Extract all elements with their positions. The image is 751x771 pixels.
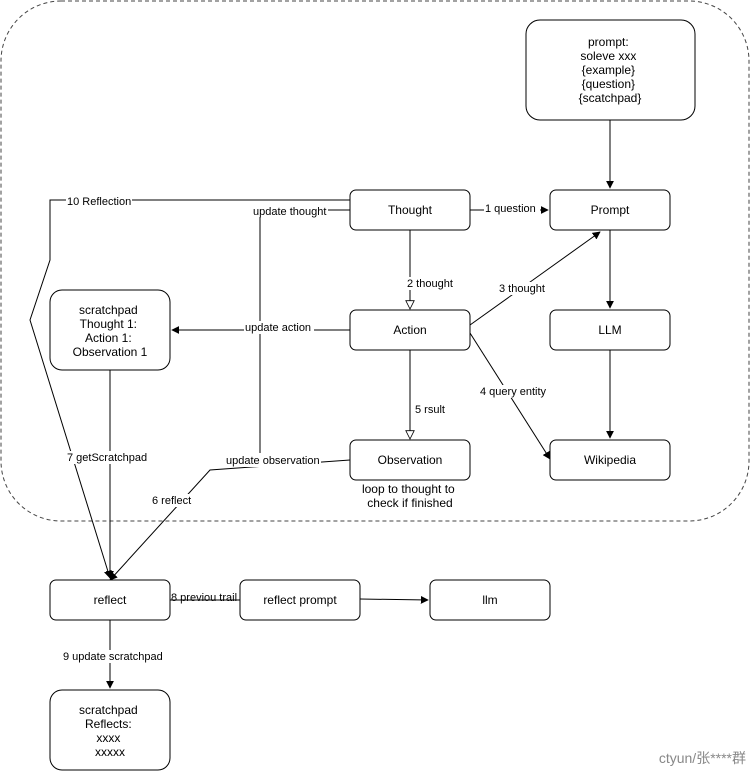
scratchpad-reflects-line: scratchpad [79,703,138,717]
thought-label: Thought [388,203,433,217]
node-llm: LLM [549,309,671,351]
scratchpad-line: Thought 1: [80,317,137,331]
node-reflect-prompt: reflect prompt [239,579,361,621]
prompt-template-line: {scatchpad} [579,91,642,105]
node-wikipedia: Wikipedia [549,439,671,481]
edge-reflection [29,199,350,579]
edge-label-result-5: 5 rsult [415,404,445,416]
edge-label-reflection: 10 Reflection [67,196,131,208]
node-observation: Observation [349,439,471,481]
prompt-label: Prompt [591,203,630,217]
edge-action-to-prompt [469,231,601,326]
edge-label-update-scratchpad: 9 update scratchpad [63,651,163,663]
agent-loop-container [0,0,750,522]
node-llm2: llm [429,579,551,621]
node-scratchpad-reflects: scratchpad Reflects: xxxx xxxxx [49,689,171,771]
wikipedia-label: Wikipedia [584,453,636,467]
edge-label-previous-trail: 8 previou trail [171,592,237,604]
node-scratchpad: scratchpad Thought 1: Action 1: Observat… [49,289,171,371]
svg-text:scratchpad Reflects:: scratchpad Reflects: xxxx xxxxx [79,703,141,759]
edge-reflect-prompt-to-llm2 [359,595,429,604]
node-thought: Thought [349,189,471,231]
edge-label-update-action: update action [245,322,311,334]
edge-label-thought-3: 3 thought [499,283,545,295]
edge-label-reflect-6: 6 reflect [152,495,191,507]
scratchpad-line: Action 1: [85,331,132,345]
edge-update-observation [109,459,351,581]
node-action: Action [349,309,471,351]
scratchpad-reflects-line: Reflects: [85,717,132,731]
scratchpad-line: Observation 1 [73,345,148,359]
node-reflect: reflect [49,579,171,621]
loop-note-line: check if finished [367,496,452,510]
llm2-label: llm [482,593,497,607]
edge-label-update-observation: update observation [226,455,320,467]
loop-note-line: loop to thought to [362,482,455,496]
prompt-template-line: {example} [582,63,635,77]
scratchpad-line: scratchpad [79,303,138,317]
prompt-template-line: soleve xxx [580,49,636,63]
svg-text:scratchpad Thought 1:: scratchpad Thought 1: Action 1: Observat… [73,303,148,359]
reflect-label: reflect [94,593,127,607]
loop-note: loop to thought to check if finished [362,482,458,510]
node-prompt: Prompt [549,189,671,231]
llm-label: LLM [598,323,621,337]
reflect-prompt-label: reflect prompt [263,593,337,607]
edge-label-update-thought: update thought [253,206,326,218]
watermark: ctyun/张****群 [659,750,746,766]
edge-label-thought-2: 2 thought [407,278,453,290]
scratchpad-reflects-line: xxxx [96,731,120,745]
edge-label-query-entity: 4 query entity [480,386,547,398]
action-label: Action [393,323,426,337]
edge-label-get-scratchpad: 7 getScratchpad [67,452,147,464]
edge-labels: 10 Reflection 1 question update thought … [62,194,549,663]
node-prompt-template: prompt: soleve xxx {example} {question} … [525,19,696,121]
edge-label-question: 1 question [485,203,536,215]
observation-label: Observation [378,453,443,467]
prompt-template-line: prompt: [588,35,629,49]
prompt-template-line: {question} [582,77,635,91]
scratchpad-reflects-line: xxxxx [95,745,125,759]
svg-text:prompt: soleve xxx: prompt: soleve xxx {example} {question} … [579,35,642,105]
